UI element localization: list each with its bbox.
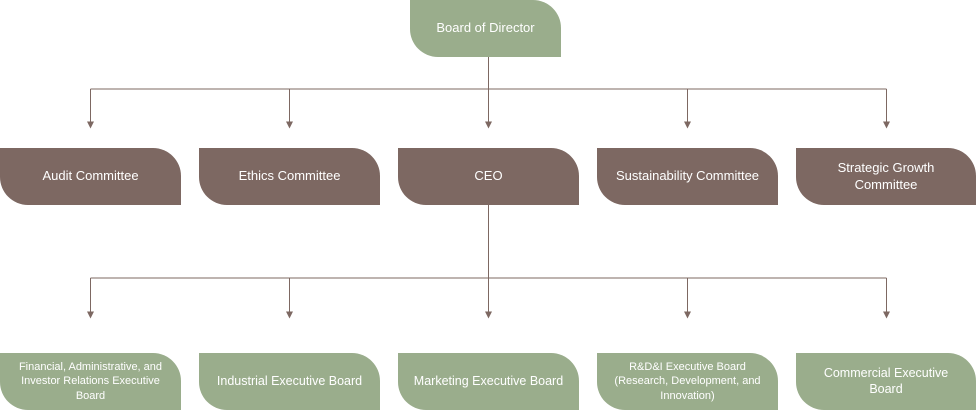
board-of-director-label: Board of Director xyxy=(436,20,535,36)
commercial-executive-board-label: Commercial Executive Board xyxy=(823,365,949,396)
industrial-executive-board-label: Industrial Executive Board xyxy=(216,373,363,388)
strategic-growth-committee-label: Strategic Growth Committee xyxy=(837,160,935,192)
marketing-executive-board-label: Marketing Executive Board xyxy=(413,373,564,388)
ceo-label: CEO xyxy=(474,168,503,184)
ethics-committee-label: Ethics Committee xyxy=(238,168,341,184)
ethics-committee-node: Ethics Committee xyxy=(199,148,380,205)
marketing-executive-board-node: Marketing Executive Board xyxy=(398,353,579,410)
strategic-growth-committee-node: Strategic Growth Committee xyxy=(796,148,976,205)
audit-committee-label: Audit Committee xyxy=(42,168,139,184)
commercial-executive-board-node: Commercial Executive Board xyxy=(796,353,976,410)
financial-executive-board-label: Financial, Administrative, and Investor … xyxy=(18,361,163,402)
industrial-executive-board-node: Industrial Executive Board xyxy=(199,353,380,410)
rdi-executive-board-label: R&D&I Executive Board (Research, Develop… xyxy=(614,361,761,402)
sustainability-committee-label: Sustainability Committee xyxy=(615,168,760,184)
sustainability-committee-node: Sustainability Committee xyxy=(597,148,778,205)
rdi-executive-board-node: R&D&I Executive Board (Research, Develop… xyxy=(597,353,778,410)
audit-committee-node: Audit Committee xyxy=(0,148,181,205)
financial-executive-board-node: Financial, Administrative, and Investor … xyxy=(0,353,181,410)
board-of-director-node: Board of Director xyxy=(410,0,561,57)
ceo-node: CEO xyxy=(398,148,579,205)
